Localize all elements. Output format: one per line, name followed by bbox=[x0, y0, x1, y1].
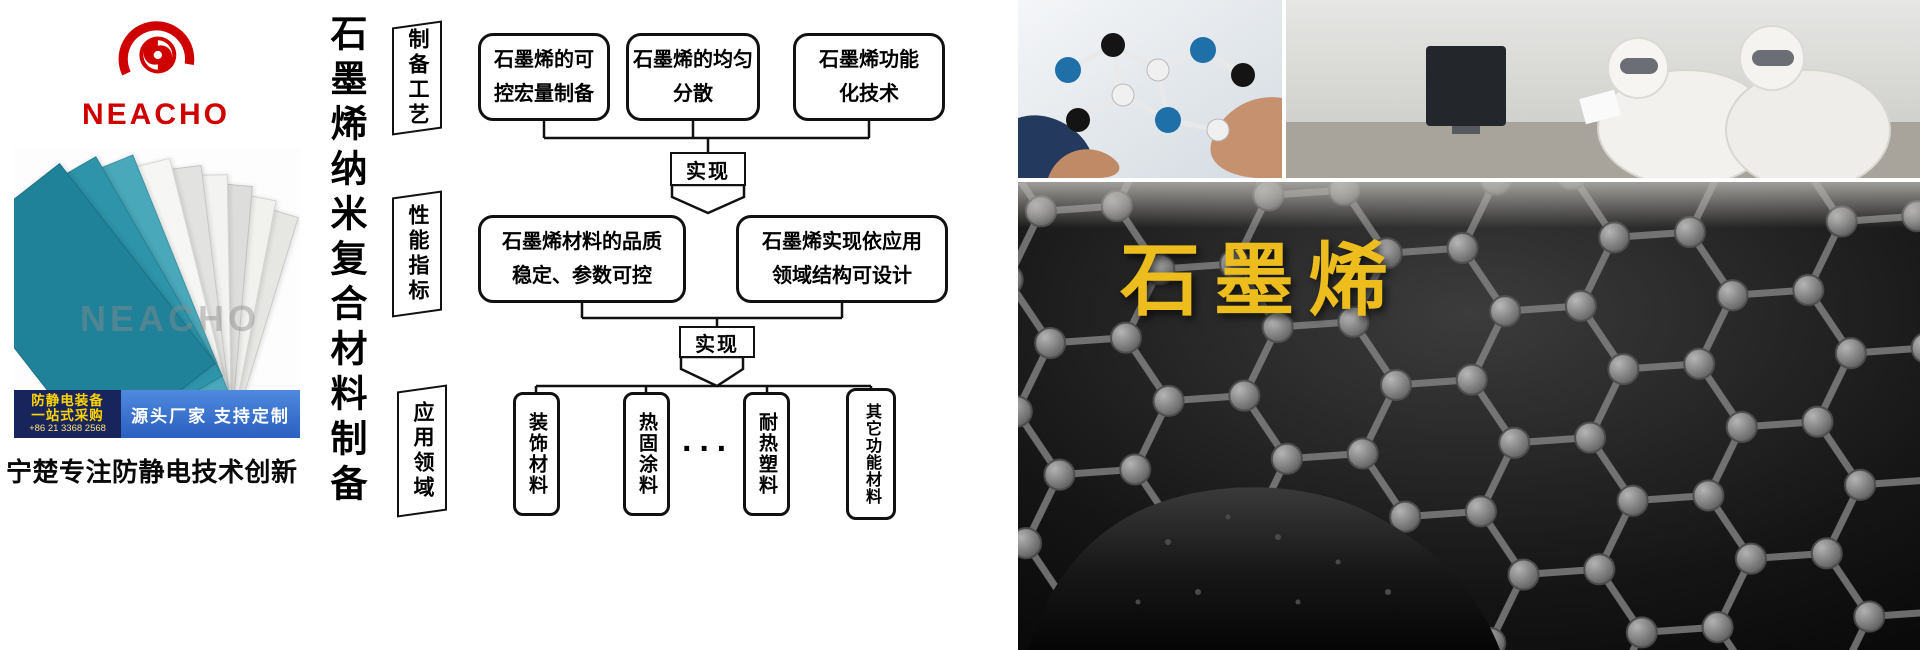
company-logo: NEACHO bbox=[0, 14, 312, 132]
goggles-shape bbox=[1752, 50, 1794, 66]
monitor-shape bbox=[1426, 46, 1506, 126]
logo-emblem-icon bbox=[118, 21, 195, 76]
promo-banner-left: 防静电装备 一站式采购 +86 21 3368 2568 bbox=[14, 390, 121, 438]
flow-box-text: 石墨烯的均匀 bbox=[633, 49, 753, 71]
flow-box-text: 石墨烯功能 bbox=[819, 49, 919, 71]
realize-label: 实现 bbox=[686, 160, 730, 183]
flow-box-text: 石墨烯材料的品质 bbox=[502, 231, 662, 253]
stage-box-preparation-process: 制备工艺 bbox=[392, 20, 442, 136]
down-arrow-icon bbox=[679, 355, 745, 388]
graphene-powder-pile bbox=[1028, 487, 1500, 650]
banner-line-2: 一站式采购 bbox=[31, 408, 104, 424]
phone-number: +86 21 3368 2568 bbox=[29, 423, 106, 435]
photo-lab-researchers bbox=[1286, 0, 1920, 178]
realize-label: 实现 bbox=[695, 333, 739, 356]
app-box-label: 装饰材料 bbox=[526, 412, 547, 496]
flow-box-text: 控宏量制备 bbox=[494, 83, 594, 105]
hand-shape bbox=[1210, 97, 1282, 178]
flow-box-text: 分散 bbox=[673, 83, 713, 105]
flow-box-text: 化技术 bbox=[839, 83, 899, 105]
paper-shape bbox=[1579, 89, 1621, 125]
realize-box-2: 实现 bbox=[679, 326, 755, 358]
hand-shape bbox=[1048, 149, 1120, 178]
brand-panel: NEACHO NEACHO 防静电装备 bbox=[0, 0, 312, 650]
app-box-label: 热固涂料 bbox=[636, 412, 657, 496]
app-box-thermoset-coatings: 热固涂料 bbox=[623, 392, 670, 516]
promo-banner: 防静电装备 一站式采购 +86 21 3368 2568 源头厂家 支持定制 bbox=[14, 390, 300, 438]
stage-box-application-field: 应用领域 bbox=[397, 384, 447, 518]
brand-slogan: 宁楚专注防静电技术创新 bbox=[6, 457, 298, 487]
stage-label: 应用领域 bbox=[411, 401, 434, 501]
realize-box-1: 实现 bbox=[670, 152, 746, 186]
flow-box-mid-1: 石墨烯材料的品质 稳定、参数可控 bbox=[478, 215, 686, 303]
down-arrow-icon bbox=[670, 183, 746, 215]
app-box-label: 耐热塑料 bbox=[756, 412, 777, 496]
flow-box-text: 稳定、参数可控 bbox=[512, 265, 652, 287]
flowchart-connectors bbox=[534, 120, 873, 393]
flow-box-mid-2: 石墨烯实现依应用 领域结构可设计 bbox=[736, 215, 948, 303]
flow-box-text: 领域结构可设计 bbox=[772, 265, 912, 287]
app-box-other-functional-materials: 其它功能材料 bbox=[846, 388, 896, 520]
graphene-caption: 石墨烯 bbox=[1120, 236, 1402, 325]
flow-box-top-2: 石墨烯的均匀 分散 bbox=[626, 33, 760, 121]
stage-box-performance-index: 性能指标 bbox=[392, 190, 442, 318]
graphene-lattice-image bbox=[1018, 182, 1920, 650]
banner-line-1: 防静电装备 bbox=[31, 393, 104, 409]
promo-banner-right: 源头厂家 支持定制 bbox=[121, 390, 300, 438]
photo-graphene: 石墨烯 bbox=[1018, 182, 1920, 650]
flowchart: 制备工艺 性能指标 应用领域 石墨烯的可 控宏量制备 石墨烯的均匀 分散 石墨烯… bbox=[378, 0, 1000, 650]
app-box-heat-resistant-plastics: 耐热塑料 bbox=[743, 392, 790, 516]
stage-label: 制备工艺 bbox=[406, 28, 429, 128]
product-photo: NEACHO 防静电装备 一站式采购 +86 21 3368 2568 源头厂家… bbox=[14, 148, 300, 438]
stage-label: 性能指标 bbox=[406, 204, 429, 304]
flow-box-text: 石墨烯的可 bbox=[494, 49, 594, 71]
researcher-body bbox=[1725, 69, 1891, 178]
logo-text: NEACHO bbox=[81, 98, 230, 131]
molecule-model-image bbox=[1018, 0, 1282, 178]
vertical-title: 石墨烯纳米复合材料制备 bbox=[325, 14, 366, 509]
app-box-label: 其它功能材料 bbox=[863, 403, 880, 505]
flow-box-top-3: 石墨烯功能 化技术 bbox=[793, 33, 945, 121]
app-box-decorative-materials: 装饰材料 bbox=[513, 392, 560, 516]
goggles-shape bbox=[1620, 58, 1658, 74]
lab-image bbox=[1286, 0, 1920, 178]
watermark-text: NEACHO bbox=[80, 298, 261, 339]
flow-box-top-1: 石墨烯的可 控宏量制备 bbox=[478, 33, 610, 121]
ellipsis-dots: ··· bbox=[682, 429, 734, 468]
photo-molecule-model bbox=[1018, 0, 1282, 178]
flow-box-text: 石墨烯实现依应用 bbox=[762, 231, 922, 253]
